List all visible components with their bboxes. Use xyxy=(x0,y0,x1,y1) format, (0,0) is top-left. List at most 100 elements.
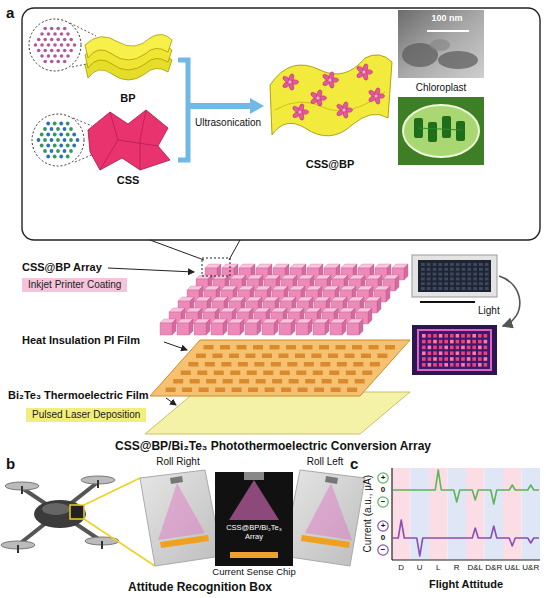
thermal-image xyxy=(444,346,448,350)
pi-film xyxy=(254,362,264,367)
device-photo xyxy=(450,268,454,271)
device-photo xyxy=(467,273,471,276)
light-arrow xyxy=(499,276,520,326)
bp-illustration xyxy=(47,54,51,58)
composite-illustration xyxy=(362,70,365,73)
pixel-array xyxy=(279,323,291,335)
tem-image xyxy=(398,10,484,78)
bp-illustration xyxy=(69,38,73,42)
pi-film xyxy=(313,371,323,376)
css-illustration xyxy=(40,144,44,148)
leader-line xyxy=(164,342,187,350)
box-text: Inkjet Printer Coating xyxy=(28,279,121,291)
bp-illustration xyxy=(37,49,41,53)
layer-label: CSS@BP Array xyxy=(22,261,102,274)
chart xyxy=(411,468,430,560)
bp-illustration xyxy=(63,49,67,53)
thermal-image xyxy=(456,357,460,361)
composite-illustration xyxy=(362,63,369,73)
layer-label: Bi₂Te₃ Thermoelectric Film xyxy=(8,389,149,402)
chloroplast-image xyxy=(398,97,484,165)
bp-illustration xyxy=(34,27,77,64)
pi-film xyxy=(199,388,209,393)
chloroplast-image xyxy=(428,122,437,142)
bp-illustration xyxy=(85,34,172,60)
thermal-image xyxy=(428,334,432,338)
css-illustration xyxy=(50,127,54,131)
tick-label: 0 xyxy=(381,533,385,542)
pi-film xyxy=(181,371,191,376)
chart xyxy=(392,468,540,560)
thermal-image xyxy=(456,363,460,367)
chloroplast-image xyxy=(398,97,484,165)
thermal-image xyxy=(461,357,465,361)
drone xyxy=(84,478,140,505)
device-photo xyxy=(473,263,477,266)
process-arrow xyxy=(188,103,250,109)
drone xyxy=(70,505,84,519)
css-illustration xyxy=(56,127,60,131)
device-photo xyxy=(450,263,454,266)
device-photo xyxy=(427,287,431,290)
thermal-image xyxy=(472,340,476,344)
chart xyxy=(378,473,388,483)
css-illustration xyxy=(32,114,84,166)
pi-film xyxy=(214,371,224,376)
device-photo xyxy=(456,263,460,266)
tick-label: R xyxy=(454,563,460,572)
bp-illustration xyxy=(40,32,44,36)
tem-image xyxy=(430,39,450,51)
device-photo xyxy=(473,287,477,290)
css-illustration xyxy=(56,149,60,153)
device-photo xyxy=(467,263,471,266)
device-photo xyxy=(467,287,471,290)
pi-film xyxy=(298,388,308,393)
pi-film xyxy=(256,379,266,384)
thermal-image xyxy=(439,351,443,355)
composite-illustration xyxy=(288,80,291,83)
thermal-image xyxy=(439,357,443,361)
pixel-array xyxy=(386,286,390,302)
pixel-array xyxy=(262,323,274,335)
thermal-image xyxy=(433,363,437,367)
css-illustration xyxy=(46,144,50,148)
device-photo xyxy=(433,287,437,290)
light-label: Light xyxy=(478,305,500,317)
sensor-chip xyxy=(215,472,293,566)
device-photo xyxy=(467,277,471,280)
device-photo xyxy=(412,255,497,302)
thermal-image xyxy=(456,346,460,350)
device-photo xyxy=(485,277,489,280)
thermal-image xyxy=(478,363,482,367)
pi-film xyxy=(230,371,240,376)
sign-mark: + xyxy=(381,521,386,530)
tick-label: D xyxy=(398,563,404,572)
bp-illustration xyxy=(47,32,51,36)
pi-film xyxy=(338,379,348,384)
pi-film xyxy=(238,362,248,367)
css-illustration xyxy=(53,122,57,126)
css-illustration xyxy=(66,155,70,159)
css-illustration xyxy=(69,138,73,142)
bp-illustration xyxy=(43,60,47,64)
box-caption: Attitude Recognition Box xyxy=(128,581,272,595)
chloroplast-image xyxy=(442,116,451,138)
thermal-image xyxy=(439,363,443,367)
material-label: CSS xyxy=(117,174,140,187)
chart xyxy=(429,468,448,560)
thermal-image xyxy=(478,340,482,344)
pi-film xyxy=(352,345,362,350)
tilted-panel xyxy=(325,476,338,484)
thermal-image xyxy=(450,357,454,361)
thermal-image xyxy=(484,340,488,344)
device-photo xyxy=(433,263,437,266)
thermal-image xyxy=(478,346,482,350)
bp-illustration xyxy=(63,27,67,31)
pi-film xyxy=(245,354,255,359)
thermal-image xyxy=(422,334,487,367)
device-photo xyxy=(427,268,431,271)
device-photo xyxy=(450,287,454,290)
thermal-image xyxy=(467,357,471,361)
thermal-image xyxy=(428,340,432,344)
device-photo xyxy=(479,277,483,280)
